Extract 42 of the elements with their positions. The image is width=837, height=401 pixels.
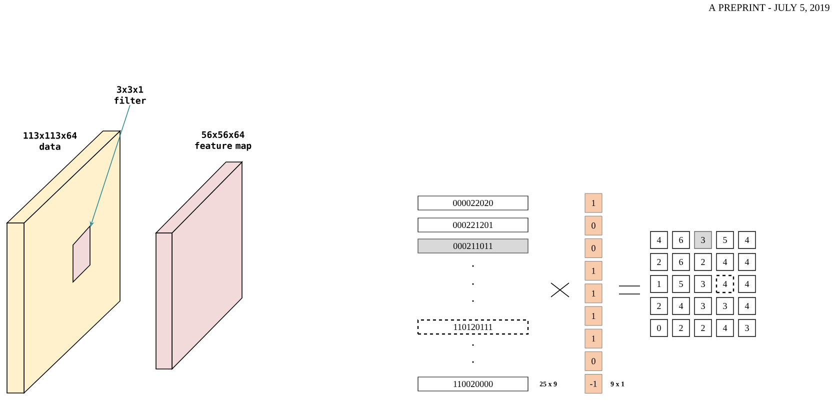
- output-cell: 2: [694, 319, 712, 337]
- vector-cell: 0: [584, 216, 602, 236]
- output-cell: 0: [650, 319, 668, 337]
- output-cell: 6: [672, 231, 690, 249]
- output-cell: 3: [738, 319, 756, 337]
- output-cell: 1: [650, 275, 668, 293]
- vector-cell: 1: [584, 306, 602, 326]
- vector-cell: 1: [584, 284, 602, 304]
- filter-label: 3x3x1 filter: [114, 86, 146, 104]
- output-cell: 2: [672, 319, 690, 337]
- matrix-row: 110120111: [417, 319, 529, 335]
- vector-cell: 0: [584, 351, 602, 371]
- output-cell: 4: [672, 297, 690, 315]
- output-cell: 4: [716, 274, 734, 294]
- output-cell: 2: [650, 297, 668, 315]
- output-cell: 4: [738, 231, 756, 249]
- output-cell: 5: [716, 231, 734, 249]
- output-cell: 2: [694, 253, 712, 271]
- output-cell: 6: [672, 253, 690, 271]
- vector-cell: 1: [584, 261, 602, 281]
- output-cell: 3: [716, 297, 734, 315]
- vector-cell: 0: [584, 238, 602, 258]
- matrix-row: 000211011: [418, 238, 528, 254]
- matrix-row: 110020000: [418, 376, 528, 392]
- output-cell: 3: [694, 231, 712, 249]
- output-cell: 3: [694, 297, 712, 315]
- output-cell: 2: [650, 253, 668, 271]
- matrix-row: 000022020: [418, 196, 528, 210]
- matrix-row: 000221201: [418, 218, 528, 232]
- vector-cell: 1: [584, 328, 602, 348]
- output-cell: 4: [738, 253, 756, 271]
- vector-cell: 1: [584, 193, 602, 213]
- output-cell: 4: [738, 275, 756, 293]
- node-label: 56x56x64 feature map: [195, 131, 252, 151]
- page-header: A PREPRINT - JULY 5, 2019: [708, 4, 830, 12]
- vector-cell: -1: [584, 374, 602, 394]
- output-cell: 5: [672, 275, 690, 293]
- output-cell: 3: [694, 275, 712, 293]
- output-cell: 4: [738, 297, 756, 315]
- output-cell: 4: [716, 319, 734, 337]
- output-cell: 4: [716, 253, 734, 271]
- output-cell: 4: [650, 231, 668, 249]
